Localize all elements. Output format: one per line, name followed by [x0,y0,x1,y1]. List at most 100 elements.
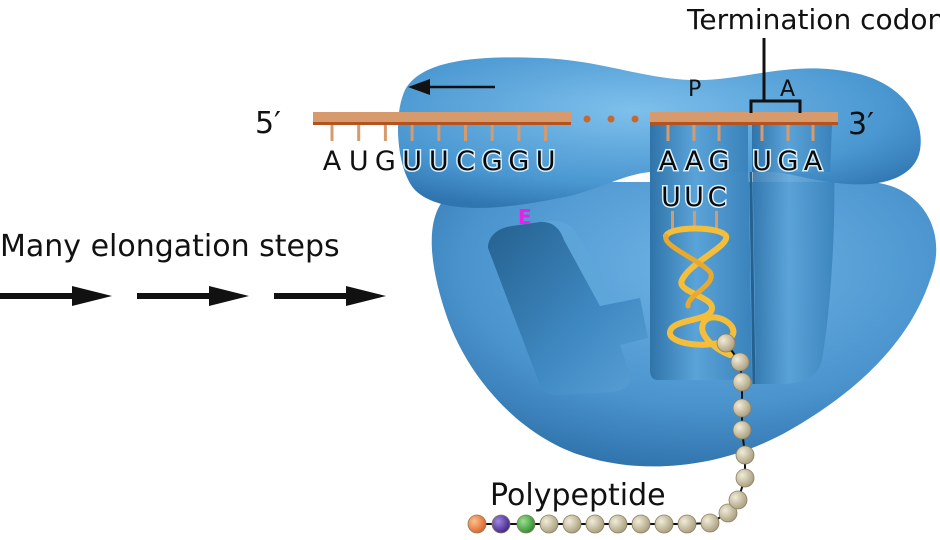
mrna-base: U [402,146,422,177]
e-site-label: E [518,205,532,229]
mrna-backbone [650,112,838,124]
base-stem [357,125,361,141]
base-stem [437,125,441,141]
polypeptide-label: Polypeptide [490,478,666,513]
amino-acid-residue [735,445,755,465]
amino-acid-residue [539,514,559,534]
amino-acid-residue [716,333,736,353]
base-stem [544,125,548,141]
five-prime-label: 5′ [255,106,281,141]
mrna-base: A [323,146,342,177]
step-arrow-shaft [137,293,217,299]
amino-acid-residue [585,514,605,534]
base-stem [666,125,670,141]
codon-base: A [804,146,823,177]
mrna-upstream [313,112,571,141]
bracket-arm [749,99,802,113]
amino-acid-residue [677,514,697,534]
base-stem [760,125,764,141]
mrna-base: G [508,146,529,177]
p-site-channel [650,125,752,380]
base-stem [464,125,467,141]
a-site-channel [752,125,835,384]
amino-acid-residue [732,420,752,440]
amino-acid-residue [730,352,750,372]
mrna-base: G [482,146,503,177]
step-arrow-head-right-icon [209,286,249,306]
codon-base: G [778,146,799,177]
base-stem [717,125,721,141]
base-stem [490,125,494,141]
mrna-direction-arrow [408,79,495,95]
mrna-backbone [313,112,571,124]
amino-acid-residue [728,490,748,510]
trna-stem [693,211,696,229]
a-site-label: A [780,77,795,102]
trna-peptide-loop [663,225,737,358]
polypeptide-chain [467,333,755,534]
p-site-opening [650,125,748,172]
base-stem [383,125,387,141]
mrna-base: U [536,146,556,177]
mrna-downstream [650,112,838,141]
amino-acid-residue [700,513,720,533]
amino-acid-residue [491,514,511,534]
termination-codon-label: Termination codon [686,3,940,36]
three-prime-label: 3′ [848,107,874,142]
amino-acid-residue [732,398,752,418]
step-arrow-head-right-icon [346,286,386,306]
trna-loop-path [663,225,737,358]
anticodon-base: U [661,182,681,213]
gap-dot [631,115,639,123]
amino-acid-residue [467,514,487,534]
step-arrow-shaft [274,293,354,299]
termination-codon-bracket [749,38,802,113]
base-stem [330,125,334,141]
trna-loop-path [663,233,714,309]
amino-acid-residue [735,468,755,488]
base-stem [517,125,521,141]
gap-dot [583,115,591,123]
elongation-arrows [0,286,386,306]
elongation-steps-label: Many elongation steps [0,229,340,264]
step-arrow-head-right-icon [72,286,112,306]
base-stem [786,125,790,141]
anticodon-base: U [684,182,704,213]
mrna-backbone-edge [313,122,571,125]
p-site-label: P [688,77,701,102]
amino-acid-residue [732,372,752,392]
mrna-gap-dots [583,115,639,123]
codon-base: A [659,146,678,177]
anticodon-base: C [708,182,727,213]
trna-stem [715,211,718,229]
amino-acid-residue [718,503,738,523]
mrna-backbone-edge [650,122,838,125]
step-arrow-shaft [0,293,80,299]
base-stem [811,125,815,141]
amino-acid-residue [516,514,536,534]
gap-dot [607,115,615,123]
trna-stem [671,211,674,229]
base-stem [692,125,696,141]
e-site-rim [540,220,615,306]
amino-acid-residue [608,514,628,534]
arrow-head-left-icon [408,79,430,95]
mrna-base: U [349,146,369,177]
trna-stems [671,211,718,229]
codon-base: G [709,146,730,177]
amino-acid-residue [654,514,674,534]
amino-acid-residue [631,514,651,534]
codon-base: A [685,146,704,177]
e-site-pocket [488,221,648,396]
amino-acid-residue [562,514,582,534]
mrna-base: U [429,146,449,177]
base-stem [410,125,414,141]
mrna-base: C [456,146,475,177]
codon-base: U [752,146,772,177]
mrna-base: G [375,146,396,177]
